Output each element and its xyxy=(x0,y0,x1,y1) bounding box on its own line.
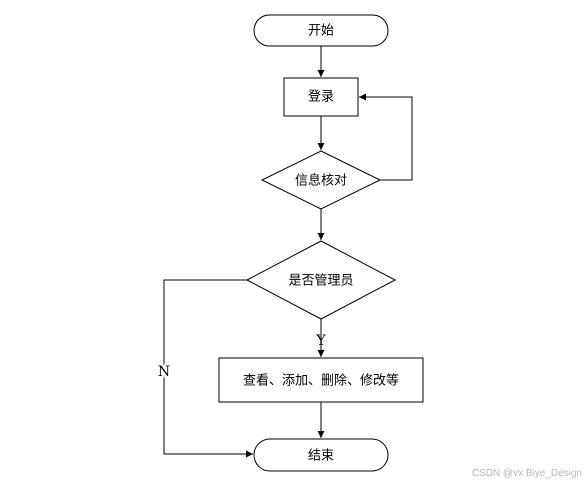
actions-node-label: 查看、添加、删除、修改等 xyxy=(243,373,399,389)
login-node: 登录 xyxy=(283,77,359,117)
arrow-admin-no-to-end xyxy=(163,279,253,458)
start-node: 开始 xyxy=(253,14,389,47)
admin-check-node: 是否管理员 xyxy=(245,240,397,320)
login-node-label: 登录 xyxy=(308,90,334,105)
verify-node: 信息核对 xyxy=(260,150,382,210)
yes-branch-label: Y xyxy=(315,333,326,349)
end-node: 结束 xyxy=(253,438,389,472)
verify-node-label: 信息核对 xyxy=(295,173,347,189)
no-branch-label: N xyxy=(158,364,170,380)
admin-check-node-label: 是否管理员 xyxy=(288,274,353,289)
watermark: CSDN @vx Biye_Design xyxy=(471,468,582,479)
start-node-label: 开始 xyxy=(308,24,334,39)
end-node-label: 结束 xyxy=(308,449,334,464)
arrow-verify-loop-to-login xyxy=(359,93,413,181)
actions-node: 查看、添加、删除、修改等 xyxy=(218,357,424,403)
